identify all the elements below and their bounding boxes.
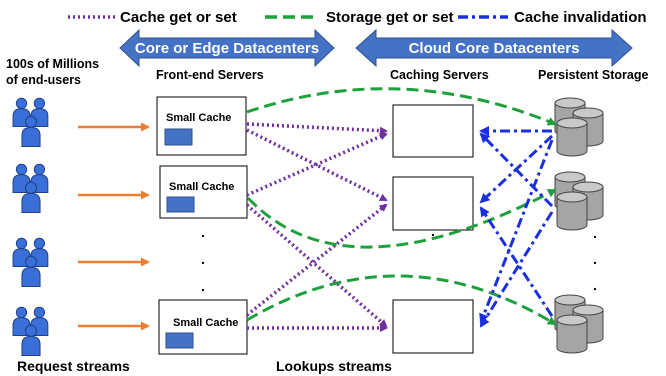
invalidation-line <box>479 206 554 317</box>
caching-server <box>392 104 474 158</box>
ellipsis-dot: . <box>593 277 597 293</box>
frontend-server: Small Cache <box>156 96 247 156</box>
legend: Cache get or set Storage get or set Cach… <box>68 9 647 26</box>
caching-heading: Caching Servers <box>390 68 489 82</box>
legend-invalidation-label: Cache invalidation <box>514 9 647 26</box>
lookups-streams-label: Lookups streams <box>276 358 392 374</box>
cache-get-set-lines <box>245 122 388 332</box>
invalidation-line <box>479 211 554 328</box>
ellipsis-dot: . <box>201 224 205 240</box>
storage-line <box>246 274 557 326</box>
ellipsis-dot: . <box>593 251 597 267</box>
storage-get-set-lines <box>246 87 557 326</box>
user-group-icon <box>13 307 48 355</box>
caching-server <box>392 176 474 231</box>
cache-line <box>246 132 388 197</box>
small-cache-label: Small Cache <box>169 181 234 193</box>
storage-line <box>246 188 557 249</box>
cloud-datacenter-label: Cloud Core Datacenters <box>409 40 580 57</box>
users-heading-line1: 100s of Millions <box>6 57 99 71</box>
caching-server <box>392 299 474 354</box>
ellipsis-dot: . <box>431 223 435 239</box>
ellipsis-dot: . <box>593 225 597 241</box>
storage-heading: Persistent Storage <box>538 68 649 82</box>
cache-line <box>245 203 388 328</box>
user-group-icon <box>13 98 48 146</box>
small-cache-block <box>164 128 193 146</box>
storage-disk-icon <box>555 98 603 156</box>
users-heading-line2: of end-users <box>6 73 81 87</box>
ellipsis-dot: . <box>201 251 205 267</box>
cache-line <box>246 122 388 135</box>
invalidation-line <box>479 139 554 324</box>
ellipsis-dot: . <box>201 278 205 294</box>
storage-disk-icon <box>555 295 603 353</box>
edge-datacenter-banner <box>119 28 335 68</box>
storage-disk-icon <box>555 172 603 230</box>
edge-datacenter-label: Core or Edge Datacenters <box>135 40 319 57</box>
cache-invalidation-lines <box>479 126 554 328</box>
request-streams-label: Request streams <box>17 358 130 374</box>
legend-cache-label: Cache get or set <box>120 9 237 26</box>
user-group-icon <box>13 164 48 212</box>
frontend-server: Small Cache <box>158 299 248 355</box>
user-group-icon <box>13 238 48 286</box>
cloud-datacenter-banner <box>355 28 633 68</box>
small-cache-label: Small Cache <box>173 317 238 329</box>
frontend-heading: Front-end Servers <box>156 68 264 82</box>
cache-line <box>246 128 388 202</box>
small-cache-block <box>165 332 194 349</box>
invalidation-line <box>479 132 554 208</box>
small-cache-block <box>166 196 195 213</box>
small-cache-label: Small Cache <box>166 112 231 124</box>
storage-line <box>246 87 557 126</box>
legend-storage-label: Storage get or set <box>326 9 454 26</box>
frontend-server: Small Cache <box>159 165 248 219</box>
